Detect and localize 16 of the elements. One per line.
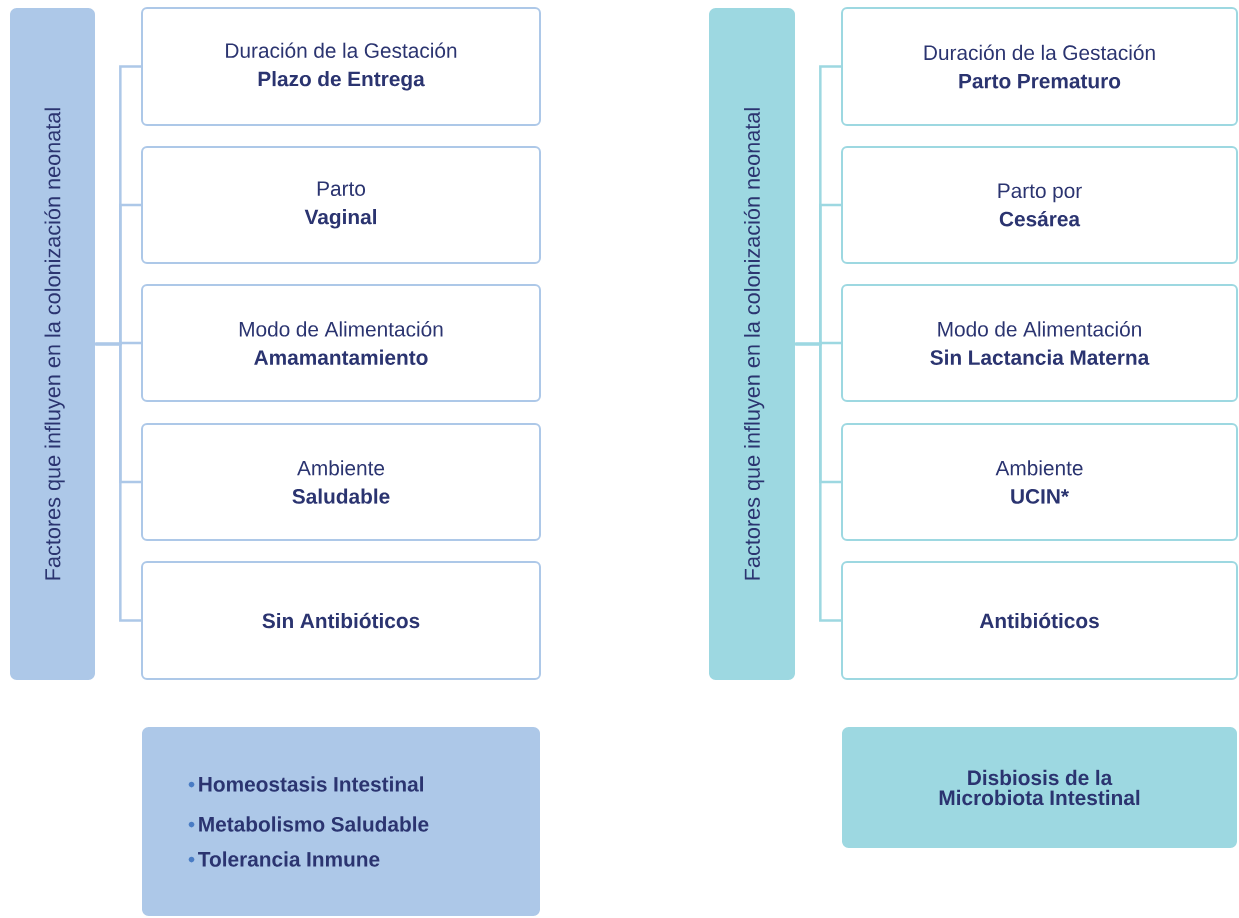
factor-box: Duración de la Gestación Plazo de Entrega (141, 7, 541, 126)
factor-box: Sin Antibióticos (141, 561, 541, 680)
factor-box: Antibióticos (841, 561, 1238, 680)
category-bar: Factores que influyen en la colonización neonatal (709, 8, 795, 680)
factor-box: Ambiente Saludable (141, 423, 541, 541)
connector-line (95, 342, 141, 622)
factor-box: Modo de Alimentación Amamantamiento (141, 284, 541, 402)
outcome-box: Homeostasis Intestinal Metabolismo Saludable Tolerancia Inmune (142, 727, 540, 916)
factor-box: Ambiente UCIN* (841, 423, 1238, 541)
category-bar: Factores que influyen en la colonización neonatal (10, 8, 95, 680)
factor-box: Modo de Alimentación Sin Lactancia Materna (841, 284, 1238, 402)
connector-line (795, 342, 841, 622)
factor-box: Parto Vaginal (141, 146, 541, 264)
outcome-box: Disbiosis de la Microbiota Intestinal (842, 727, 1237, 848)
factor-box: Parto por Cesárea (841, 146, 1238, 264)
factor-box: Duración de la Gestación Parto Prematuro (841, 7, 1238, 126)
